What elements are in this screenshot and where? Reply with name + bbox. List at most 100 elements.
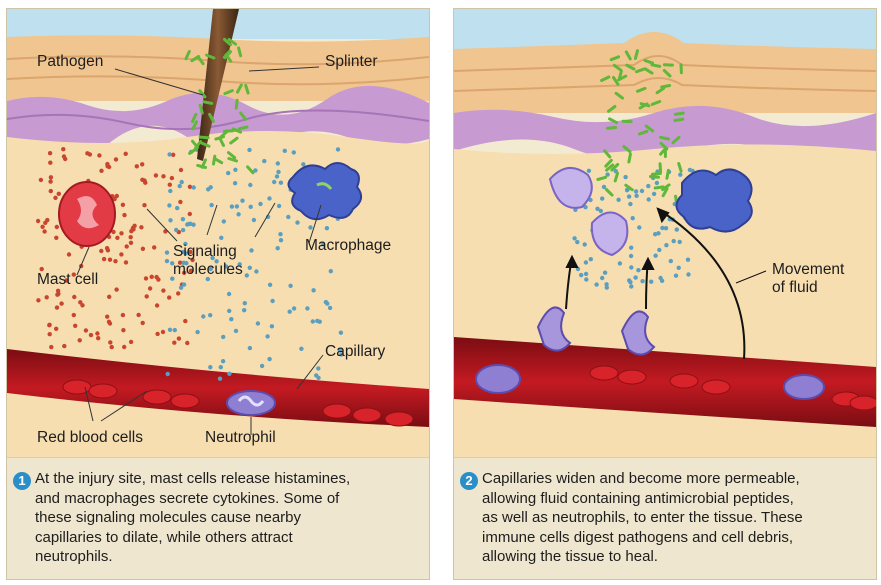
- pathogen: [617, 69, 623, 81]
- pathogen: [677, 162, 683, 173]
- pathogen: [202, 100, 214, 105]
- signaling-molecule: [653, 232, 658, 237]
- signaling-molecule: [47, 151, 53, 156]
- signaling-molecule: [267, 282, 273, 287]
- signaling-molecule: [195, 329, 200, 335]
- signaling-molecule: [187, 211, 192, 217]
- pathogen: [227, 37, 238, 46]
- label-mast-cell: Mast cell: [37, 271, 99, 288]
- pathogen: [188, 147, 198, 155]
- signaling-molecule: [143, 276, 149, 281]
- signaling-molecule: [258, 201, 263, 207]
- signaling-molecule: [276, 203, 282, 209]
- signaling-molecule: [96, 336, 101, 341]
- signaling-molecule: [169, 175, 175, 181]
- signaling-molecule: [651, 191, 657, 197]
- signaling-molecule: [646, 197, 651, 202]
- signaling-molecule: [629, 265, 634, 270]
- signaling-molecule: [111, 229, 116, 235]
- signaling-molecule: [600, 196, 605, 201]
- signaling-molecule: [664, 243, 669, 248]
- signaling-molecule: [95, 331, 100, 336]
- pathogen: [671, 135, 681, 145]
- signaling-molecule: [188, 268, 194, 273]
- signaling-molecule: [168, 218, 173, 223]
- signaling-molecule: [140, 246, 146, 251]
- pathogen: [234, 98, 239, 110]
- signaling-molecule: [598, 208, 603, 214]
- pathogen: [638, 102, 649, 110]
- signaling-molecule: [107, 257, 113, 262]
- signaling-molecule: [99, 168, 104, 173]
- pathogen: [673, 111, 685, 116]
- signaling-molecule: [616, 197, 621, 202]
- signaling-molecule: [87, 152, 93, 157]
- signaling-molecule: [274, 174, 280, 179]
- signaling-molecule: [242, 308, 247, 313]
- caption-text: At the injury site, mast cells release h…: [35, 470, 351, 565]
- signaling-molecule: [122, 212, 127, 218]
- signaling-molecule: [244, 273, 249, 278]
- signaling-molecule: [99, 248, 104, 254]
- signaling-molecule: [602, 270, 608, 275]
- pathogen: [606, 126, 618, 130]
- signaling-molecule: [685, 257, 691, 262]
- signaling-molecule: [221, 334, 226, 340]
- pathogen: [617, 74, 628, 82]
- signaling-molecule: [226, 170, 231, 176]
- pathogen: [246, 165, 255, 175]
- signaling-molecule: [276, 169, 281, 175]
- pathogen: [220, 129, 229, 138]
- pathogen: [607, 105, 617, 113]
- signaling-molecule: [164, 258, 170, 264]
- signaling-molecule: [251, 217, 257, 223]
- signaling-molecule: [136, 312, 141, 318]
- signaling-molecule: [124, 244, 129, 249]
- red-blood-cell: [62, 379, 92, 395]
- signaling-molecule: [83, 328, 89, 333]
- macrophage: [675, 168, 753, 233]
- signaling-molecule: [254, 269, 259, 274]
- signaling-molecule: [54, 224, 59, 230]
- pathogen: [673, 117, 685, 122]
- signaling-molecule: [654, 180, 660, 186]
- label-splinter: Splinter: [325, 53, 378, 70]
- signaling-molecule: [291, 150, 296, 155]
- signaling-molecule: [214, 259, 219, 264]
- signaling-molecule: [249, 248, 254, 253]
- signaling-molecule: [161, 288, 166, 293]
- signaling-molecule: [149, 274, 154, 279]
- signaling-molecule: [232, 181, 238, 186]
- pathogen: [665, 168, 670, 180]
- signaling-molecule: [154, 303, 160, 308]
- label-capillary: Capillary: [325, 343, 386, 360]
- signaling-molecule: [71, 272, 77, 277]
- signaling-molecule: [107, 294, 112, 299]
- signaling-molecule: [265, 334, 270, 339]
- signaling-molecule: [582, 242, 587, 247]
- signaling-molecule: [105, 164, 110, 169]
- signaling-molecule: [583, 260, 589, 265]
- signaling-molecule: [147, 286, 153, 291]
- signaling-molecule: [282, 148, 287, 153]
- signaling-molecule: [339, 352, 344, 357]
- signaling-molecule: [595, 206, 600, 211]
- signaling-molecule: [39, 266, 44, 272]
- signaling-molecule: [234, 204, 240, 209]
- signaling-molecule: [165, 371, 170, 377]
- pathogen: [208, 112, 215, 123]
- pathogen: [198, 135, 210, 140]
- signaling-molecule: [180, 217, 186, 222]
- pathogen: [605, 163, 615, 172]
- pathogen: [650, 100, 662, 106]
- signaling-molecule: [668, 258, 673, 264]
- pathogen: [191, 112, 198, 123]
- epidermis-layer: [7, 85, 429, 161]
- signaling-molecule: [649, 279, 654, 284]
- pathogen: [205, 53, 216, 60]
- signaling-molecule: [160, 329, 166, 335]
- signaling-molecule: [242, 301, 247, 306]
- red-blood-cell: [170, 393, 200, 409]
- signaling-molecule: [267, 196, 272, 201]
- signaling-molecule: [226, 291, 232, 297]
